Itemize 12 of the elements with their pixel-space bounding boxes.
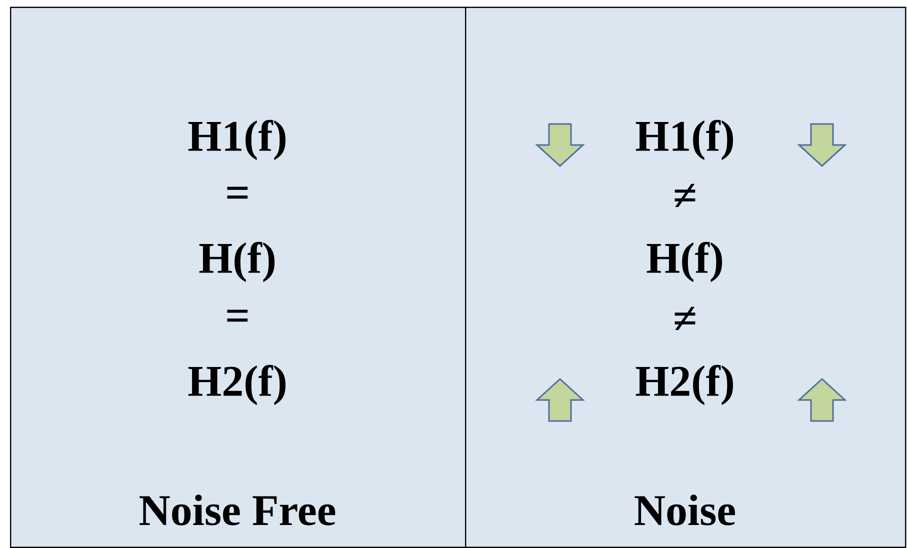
formula-text: ≠	[674, 306, 696, 330]
formula-text: H2(f)	[636, 364, 733, 406]
formula-text: H(f)	[199, 242, 275, 282]
formula-text: H1(f)	[636, 120, 733, 160]
caption-text: Noise Free	[140, 494, 336, 526]
formula-text: =	[227, 186, 248, 199]
formula-text: H1(f)	[188, 120, 286, 160]
formula-text: H2(f)	[188, 364, 286, 406]
formula-text: H(f)	[646, 242, 722, 282]
formula-text: ≠	[674, 184, 696, 208]
formula-text: =	[227, 310, 248, 322]
caption-text: Noise	[634, 494, 735, 526]
